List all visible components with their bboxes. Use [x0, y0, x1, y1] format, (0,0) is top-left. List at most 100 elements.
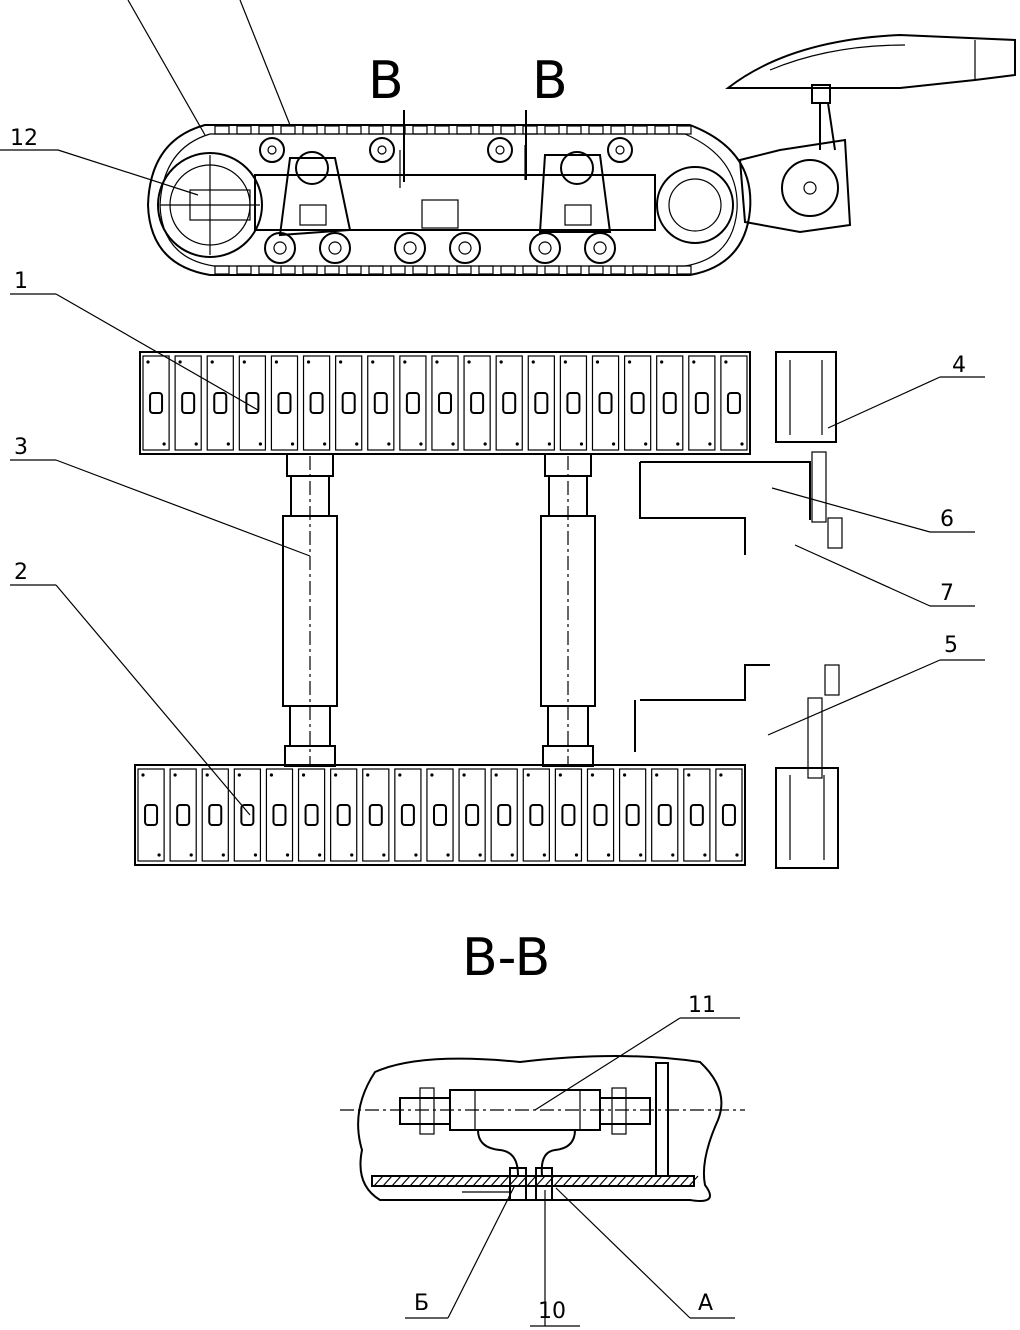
track-plate-slot — [272, 804, 287, 826]
track-plate-bolt — [655, 773, 659, 777]
track-plate-bolt — [334, 773, 338, 777]
track-plate-bolt — [387, 442, 391, 446]
track-plate-slot — [465, 804, 480, 826]
track-plate — [169, 768, 197, 862]
track-link — [588, 265, 604, 275]
track-plate-bolt — [515, 442, 519, 446]
drive-unit-upper — [775, 351, 837, 443]
track-plate — [554, 768, 583, 862]
hatch-line — [427, 1175, 438, 1187]
hatch-line — [580, 1175, 591, 1187]
track-plate-bolt — [323, 442, 327, 446]
track-plate — [142, 355, 170, 451]
track-plate-bolt — [494, 773, 498, 777]
track-plate-bolt — [157, 853, 161, 857]
track-link — [478, 125, 494, 135]
track-plate-bolt — [290, 442, 295, 446]
track-roller-hub — [593, 241, 607, 255]
track-plate-slot — [277, 392, 292, 414]
track-plate-slot — [176, 804, 191, 826]
track-link — [390, 125, 406, 135]
track-plate-slot — [405, 392, 420, 414]
hatch-line — [625, 1175, 636, 1187]
track-plate-slot — [566, 392, 581, 414]
track-plate-bolt — [724, 360, 728, 364]
label-7: 7 — [940, 581, 954, 606]
track-plate-bolt — [660, 360, 664, 364]
hatch-line — [373, 1175, 384, 1187]
track-plate-slot — [625, 804, 640, 826]
hatch-line — [652, 1175, 663, 1187]
track-plate-bolt — [371, 360, 375, 364]
hatch-line — [553, 1175, 564, 1187]
label-4: 4 — [952, 353, 966, 378]
track-plate-bolt — [435, 360, 439, 364]
track-plate — [399, 355, 427, 451]
track-plate — [651, 768, 679, 862]
track-plate-slot — [373, 392, 388, 414]
track-plate-bolt — [318, 853, 322, 857]
track-plate-bolt — [531, 360, 535, 364]
track-plate-slot — [433, 804, 447, 826]
track-plate-bolt — [242, 360, 246, 364]
track-plate — [683, 768, 711, 862]
leader-11 — [534, 1017, 681, 1111]
hatch-line — [499, 1175, 510, 1187]
lower-track — [134, 764, 746, 866]
track-plate-slot — [245, 392, 260, 414]
label-6: 6 — [940, 507, 954, 532]
track-link — [302, 265, 318, 275]
track-plate-slot — [400, 804, 415, 826]
hatch-line — [382, 1175, 393, 1187]
track-plate-bolt — [644, 442, 648, 446]
track-roller-hub — [328, 241, 342, 255]
hatch-line — [481, 1175, 492, 1187]
track-plate-slot — [181, 392, 196, 414]
track-plate-bolt — [221, 853, 225, 857]
track-plate-bolt — [194, 442, 198, 446]
track-link — [368, 265, 384, 275]
track-plate-bolt — [590, 773, 595, 777]
hatch-line — [670, 1175, 681, 1187]
track-plate — [656, 355, 684, 451]
track-roller — [264, 232, 296, 264]
track-roller-hub — [273, 241, 287, 255]
hatch-line — [535, 1175, 546, 1187]
track-roller — [584, 232, 616, 264]
track-roller — [319, 232, 351, 264]
track-link — [566, 125, 582, 135]
track-plate — [715, 768, 743, 862]
track-link — [456, 265, 472, 275]
track-plate-bolt — [676, 442, 680, 446]
support-roller-hub — [267, 145, 277, 155]
hatch-line — [472, 1175, 483, 1187]
label-2: 2 — [14, 560, 28, 585]
track-link — [346, 265, 362, 275]
support-roller — [259, 137, 285, 163]
track-plate-slot — [438, 392, 452, 414]
label-10: 10 — [538, 1299, 566, 1324]
track-plate-bolt — [574, 853, 579, 857]
track-link — [434, 125, 450, 135]
track-plate-slot — [561, 804, 576, 826]
crawler-side-view — [146, 33, 1016, 276]
upper-track — [139, 351, 751, 455]
track-plate-bolt — [687, 773, 691, 777]
track-plate-slot — [662, 392, 677, 414]
track-plate-bolt — [558, 773, 562, 777]
track-plate — [720, 355, 748, 451]
track-plate-bolt — [258, 442, 263, 446]
hatch-line — [688, 1175, 699, 1187]
track-plate-bolt — [414, 853, 418, 857]
hatch-line — [661, 1175, 672, 1187]
track-plate-bolt — [708, 442, 712, 446]
label-1: 1 — [14, 269, 28, 294]
track-plate-bolt — [253, 853, 258, 857]
track-plate — [302, 355, 331, 451]
hatch-line — [634, 1175, 645, 1187]
track-link — [434, 265, 450, 275]
track-link — [610, 125, 626, 135]
track-plate-bolt — [430, 773, 434, 777]
track-plate-slot — [309, 392, 324, 414]
